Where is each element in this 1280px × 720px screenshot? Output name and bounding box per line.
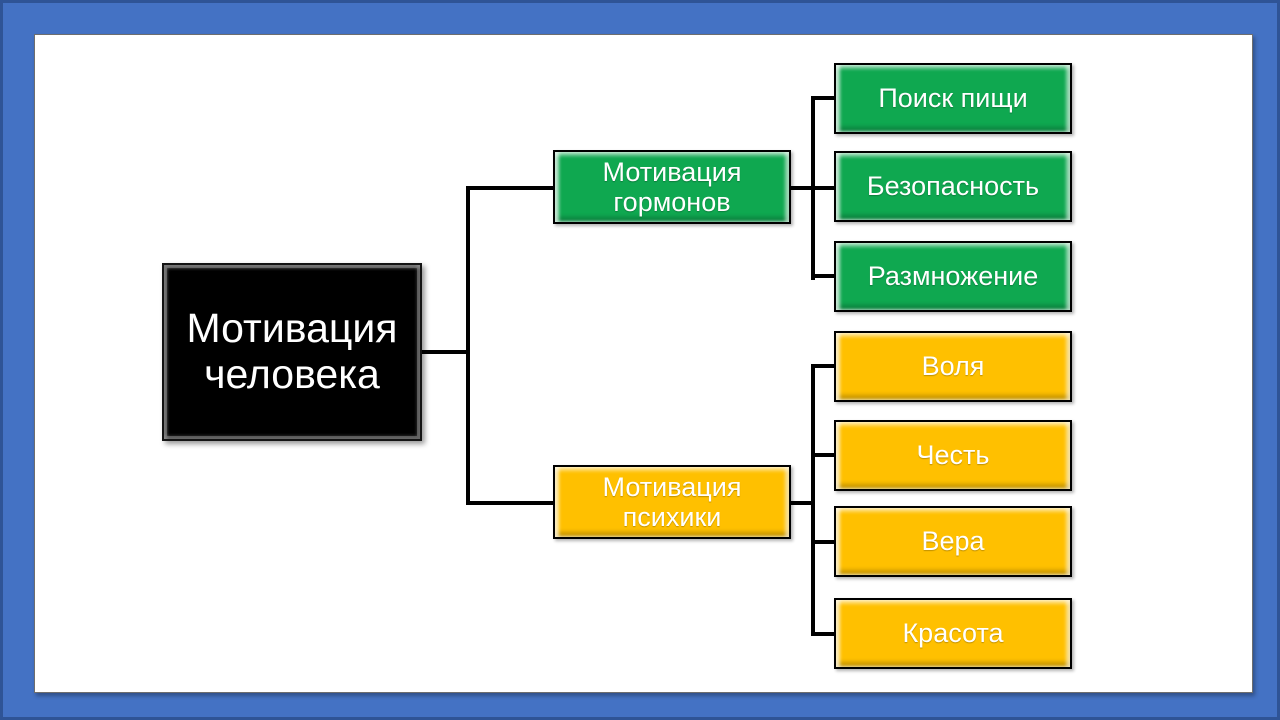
connector-leaf-food	[811, 96, 835, 100]
diagram-node-faith: Вера	[834, 506, 1072, 577]
diagram-node-hormones-motivation: Мотивация гормонов	[553, 150, 791, 224]
diagram-node-psyche-motivation: Мотивация психики	[553, 465, 791, 539]
connector-leaf-faith	[811, 540, 835, 544]
connector-psyche-trunk	[811, 364, 815, 636]
connector-root-trunk	[466, 186, 470, 505]
connector-branch-psyche	[466, 501, 553, 505]
connector-leaf-will	[811, 364, 835, 368]
connector-hormones-horizontal	[791, 186, 815, 190]
connector-leaf-safety	[811, 186, 835, 190]
connector-leaf-honor	[811, 453, 835, 457]
diagram-node-honor: Честь	[834, 420, 1072, 491]
connector-leaf-reproduction	[811, 274, 835, 278]
diagram-node-root: Мотивация человека	[162, 263, 422, 441]
connector-root-horizontal	[422, 350, 468, 354]
connector-psyche-horizontal	[791, 501, 815, 505]
diagram-node-will: Воля	[834, 331, 1072, 402]
diagram-node-beauty: Красота	[834, 598, 1072, 669]
connector-leaf-beauty	[811, 632, 835, 636]
diagram-node-reproduction: Размножение	[834, 241, 1072, 312]
diagram-node-safety: Безопасность	[834, 151, 1072, 222]
diagram-node-food-search: Поиск пищи	[834, 63, 1072, 134]
connector-branch-hormones	[466, 186, 553, 190]
